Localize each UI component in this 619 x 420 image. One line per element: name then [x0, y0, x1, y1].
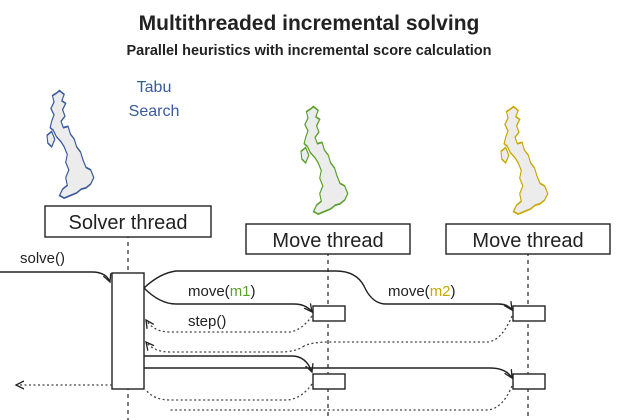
- diagram-title: Multithreaded incremental solving: [139, 12, 480, 35]
- solve-message-arrow: [0, 271, 110, 282]
- move-m1-branch: [143, 287, 312, 312]
- step-message-label: step(): [188, 313, 226, 330]
- move2-activation-2: [512, 373, 546, 390]
- step-return-arrow: [146, 315, 313, 333]
- solve-message-label: solve(): [20, 250, 65, 267]
- move-m1-label: move(m1): [188, 283, 256, 300]
- uk-map-icon: [500, 105, 549, 215]
- move-thread-1-box: Move thread: [245, 223, 411, 255]
- step-return-round2: [145, 383, 313, 401]
- step-return-arrow-2b: [146, 342, 305, 353]
- uk-map-icon: [300, 105, 349, 215]
- algorithm-label-line1: Tabu: [137, 79, 172, 96]
- step-return-round2-b: [170, 385, 513, 411]
- move2-activation-1: [512, 305, 546, 322]
- move1-activation-2: [312, 373, 346, 390]
- move-m2-label: move(m2): [388, 283, 456, 300]
- move-thread-2-label: Move thread: [472, 230, 583, 252]
- uk-map-icon: [46, 89, 95, 199]
- diagram-subtitle: Parallel heuristics with incremental sco…: [126, 43, 491, 59]
- step-return-arrow-2: [303, 315, 513, 347]
- algorithm-label-line2: Search: [129, 103, 180, 120]
- move-thread-2-box: Move thread: [445, 223, 611, 255]
- solver-activation-bar: [111, 272, 145, 390]
- move-m1-arrow: [143, 270, 512, 310]
- solver-thread-label: Solver thread: [69, 212, 188, 234]
- move-round2-arrow: [144, 355, 312, 372]
- move-thread-1-label: Move thread: [272, 230, 383, 252]
- move1-activation-1: [312, 305, 346, 322]
- solver-thread-box: Solver thread: [44, 205, 212, 238]
- move-round2-arrow-2: [144, 367, 512, 378]
